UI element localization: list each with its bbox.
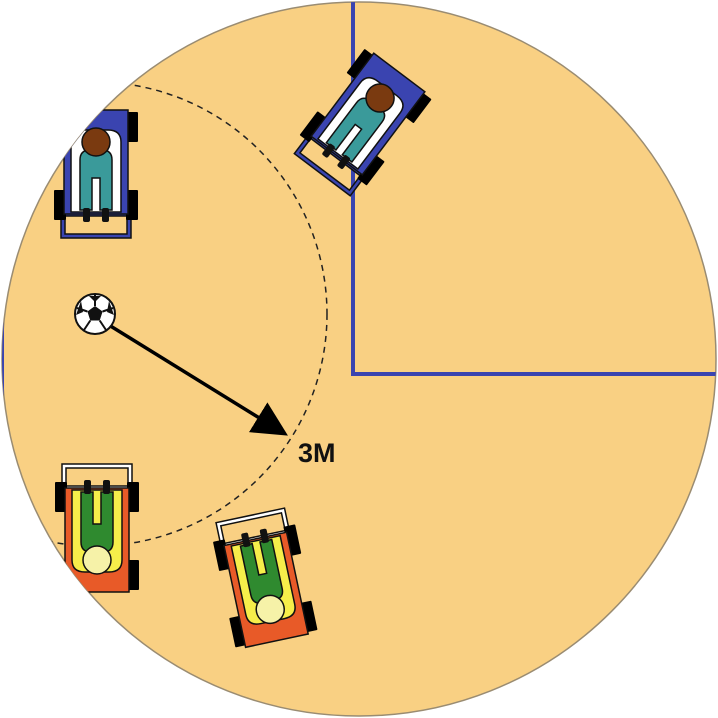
player-head (255, 594, 285, 625)
chair-wheel (346, 49, 374, 80)
player-head (365, 83, 395, 113)
player-foot (102, 208, 109, 222)
player-foot (103, 480, 110, 494)
soccer-ball-icon (74, 293, 116, 335)
chair-wheel (55, 560, 67, 590)
chair-wheel (55, 482, 67, 512)
player-foot (83, 208, 90, 222)
player-foot (259, 528, 269, 544)
player-foot (84, 480, 91, 494)
player-head (81, 127, 111, 157)
power-wheelchair-icon-orange-left (55, 463, 139, 593)
arrow-icon (103, 320, 288, 436)
power-wheelchair-icon-orange-right (213, 507, 318, 649)
chair-wheel (54, 112, 66, 142)
chair-wheel (127, 560, 139, 590)
chair-wheel (54, 190, 66, 220)
player-foot (337, 155, 350, 169)
distance-label: 3M (298, 438, 336, 468)
field-contents (2, 2, 716, 649)
player-foot (322, 143, 335, 158)
player-head (82, 545, 112, 575)
chair-wheel (299, 111, 327, 142)
chair-wheel (404, 92, 432, 123)
chair-wheel (127, 482, 139, 512)
power-wheelchair-icon-blue-right (293, 49, 432, 197)
chair-wheel (357, 154, 385, 186)
player-foot (241, 532, 251, 548)
chair-wheel (126, 190, 138, 220)
chair-wheel (126, 112, 138, 142)
